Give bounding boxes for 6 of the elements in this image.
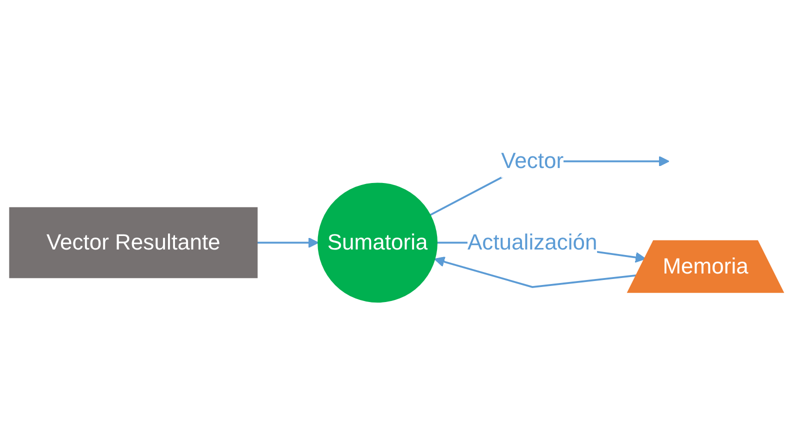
edge-label: Actualización: [467, 230, 598, 254]
arrow: [434, 256, 638, 288]
arrow: [257, 237, 319, 248]
node-box: Vector Resultante: [9, 207, 258, 278]
node-circle: Sumatoria: [318, 182, 438, 303]
edge-label: Vector: [501, 148, 564, 173]
